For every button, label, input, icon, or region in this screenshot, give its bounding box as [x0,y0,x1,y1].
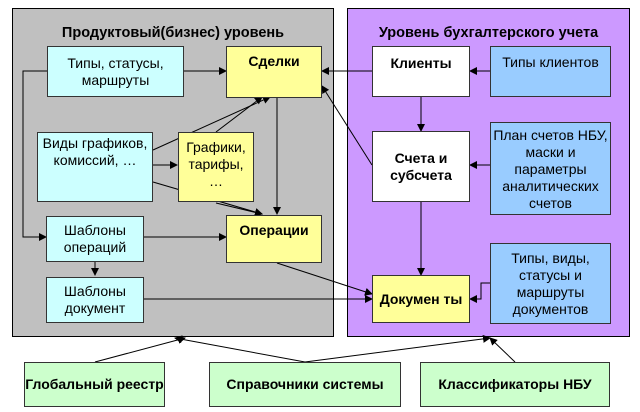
nbu-chart-of-accounts-box: План счетов НБУ, маски и параметры анали… [490,122,611,215]
nbu-classifiers-box: Классификаторы НБУ [420,362,610,407]
schedule-commission-types-box: Виды графиков, комиссий, … [37,132,153,202]
operations-box: Операции [226,215,322,263]
product-level-title: Продуктовый(бизнес) уровень [61,25,285,41]
operation-templates-box: Шаблоны операций [46,216,144,262]
document-templates-box: Шаблоны документ [46,277,144,323]
clients-box: Клиенты [372,46,470,97]
schedules-tariffs-box: Графики, тарифы, … [178,132,254,202]
global-registry-box: Глобальный реестр [24,362,165,407]
deals-box: Сделки [226,46,322,98]
accounts-subaccounts-box: Счета и субсчета [372,131,470,202]
system-references-box: Справочники системы [209,362,401,407]
client-types-box: Типы клиентов [490,46,611,97]
document-types-box: Типы, виды, статусы и маршруты документо… [490,243,611,324]
accounting-level-title: Уровень бухгалтерского учета [378,25,599,41]
documents-box: Докумен ты [372,275,470,323]
types-statuses-routes-box: Типы, статусы, маршруты [47,46,184,97]
